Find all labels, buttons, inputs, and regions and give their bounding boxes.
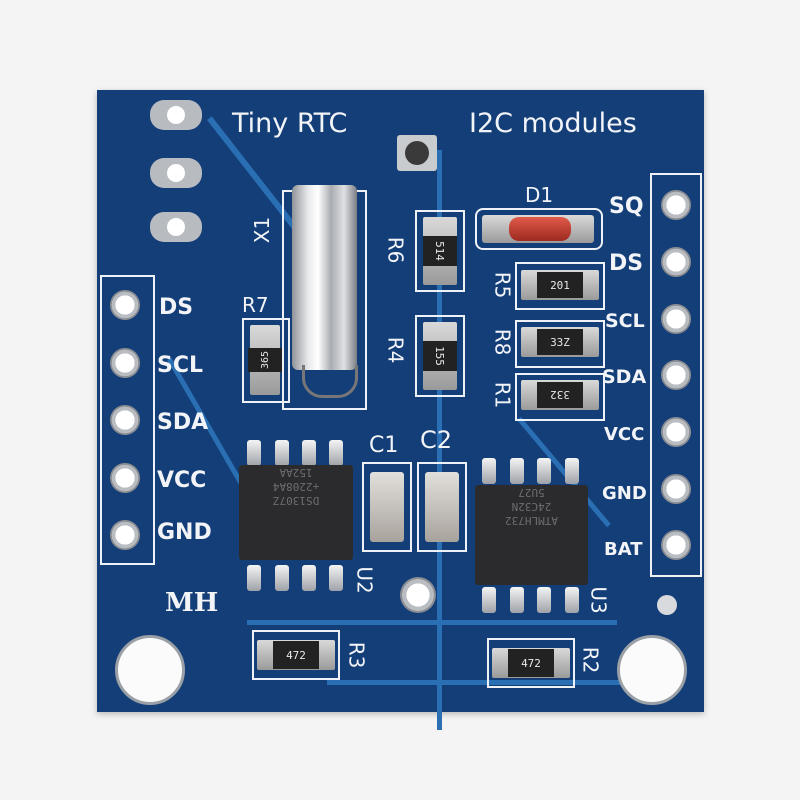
right-label-ds: DS (609, 251, 644, 276)
r3-ref: R3 (344, 641, 369, 669)
r7-outline (242, 318, 290, 403)
left-header-outline (100, 275, 155, 565)
right-header-pin-bat[interactable] (661, 530, 691, 560)
diode-body (509, 217, 571, 241)
r4-body: 155 (423, 341, 457, 371)
pcb-board: Tiny RTC I2C modules MH DS SCL SDA VCC G… (97, 90, 704, 730)
r8-ref: R8 (490, 328, 515, 356)
via-hole (400, 577, 436, 613)
left-header-pin-gnd[interactable] (110, 520, 140, 550)
mounting-hole-right (617, 635, 687, 705)
right-header-outline (650, 173, 702, 577)
right-label-gnd: GND (602, 483, 647, 504)
r5-body: 201 (537, 272, 583, 298)
left-label-vcc: VCC (157, 468, 207, 493)
crystal-can (292, 185, 357, 370)
r8-outline (515, 320, 605, 368)
diode-outline (475, 208, 603, 250)
r6-outline (415, 210, 465, 292)
board-title-right: I2C modules (469, 108, 637, 139)
small-pad (657, 595, 677, 615)
right-header-pin-ds[interactable] (661, 247, 691, 277)
r7-ref: R7 (242, 293, 269, 317)
left-label-sda: SDA (157, 410, 209, 435)
test-pad (397, 135, 437, 171)
r2-outline (487, 638, 575, 688)
r1-body: 332 (537, 382, 583, 408)
left-label-gnd: GND (157, 520, 212, 545)
u3-ref: U3 (586, 586, 611, 614)
right-label-sq: SQ (609, 194, 644, 219)
right-header-pin-scl[interactable] (661, 304, 691, 334)
maker-mark: MH (165, 588, 219, 618)
battery-slot-1 (150, 100, 202, 130)
c1-body (370, 472, 404, 542)
left-header-pin-scl[interactable] (110, 348, 140, 378)
right-label-vcc: VCC (604, 424, 645, 445)
c2-body (425, 472, 459, 542)
board-title-left: Tiny RTC (232, 108, 348, 139)
right-header-pin-vcc[interactable] (661, 417, 691, 447)
left-header-pin-ds[interactable] (110, 290, 140, 320)
u3-chip: ATMLH732 24C32N 5U27 (475, 485, 588, 585)
right-label-bat: BAT (604, 539, 643, 560)
r4-outline (415, 315, 465, 397)
right-header-pin-gnd[interactable] (661, 474, 691, 504)
c2-outline (417, 462, 467, 552)
left-label-ds: DS (159, 295, 194, 320)
r2-ref: R2 (578, 646, 603, 674)
trace (437, 150, 442, 730)
battery-slot-3 (150, 212, 202, 242)
battery-slot-2 (150, 158, 202, 188)
mounting-hole-left (115, 635, 185, 705)
right-label-sda: SDA (602, 366, 647, 388)
left-header-pin-vcc[interactable] (110, 463, 140, 493)
r2-body: 472 (508, 649, 554, 677)
r5-ref: R5 (490, 271, 515, 299)
crystal-leads (302, 365, 358, 398)
right-header-pin-sq[interactable] (661, 190, 691, 220)
r1-ref: R1 (490, 381, 515, 409)
u2-ref: U2 (352, 566, 377, 594)
left-label-scl: SCL (157, 353, 204, 378)
r7-body: 365 (248, 348, 282, 372)
trace (247, 620, 617, 625)
diode-ref: D1 (525, 183, 554, 207)
r6-ref: R6 (383, 236, 408, 264)
c1-ref: C1 (369, 433, 399, 458)
c2-ref: C2 (420, 426, 453, 454)
c1-outline (362, 462, 412, 552)
r8-body: 33Z (537, 329, 583, 355)
left-header-pin-sda[interactable] (110, 405, 140, 435)
u2-chip: DS1307Z +2208A4 152AA (239, 465, 353, 560)
r4-ref: R4 (383, 336, 408, 364)
right-header-pin-sda[interactable] (661, 360, 691, 390)
r3-outline (252, 630, 340, 680)
r6-body: 514 (423, 236, 457, 266)
right-label-scl: SCL (605, 310, 645, 332)
r3-body: 472 (273, 641, 319, 669)
crystal-ref: X1 (250, 216, 275, 244)
r5-outline (515, 262, 605, 310)
r1-outline (515, 373, 605, 421)
